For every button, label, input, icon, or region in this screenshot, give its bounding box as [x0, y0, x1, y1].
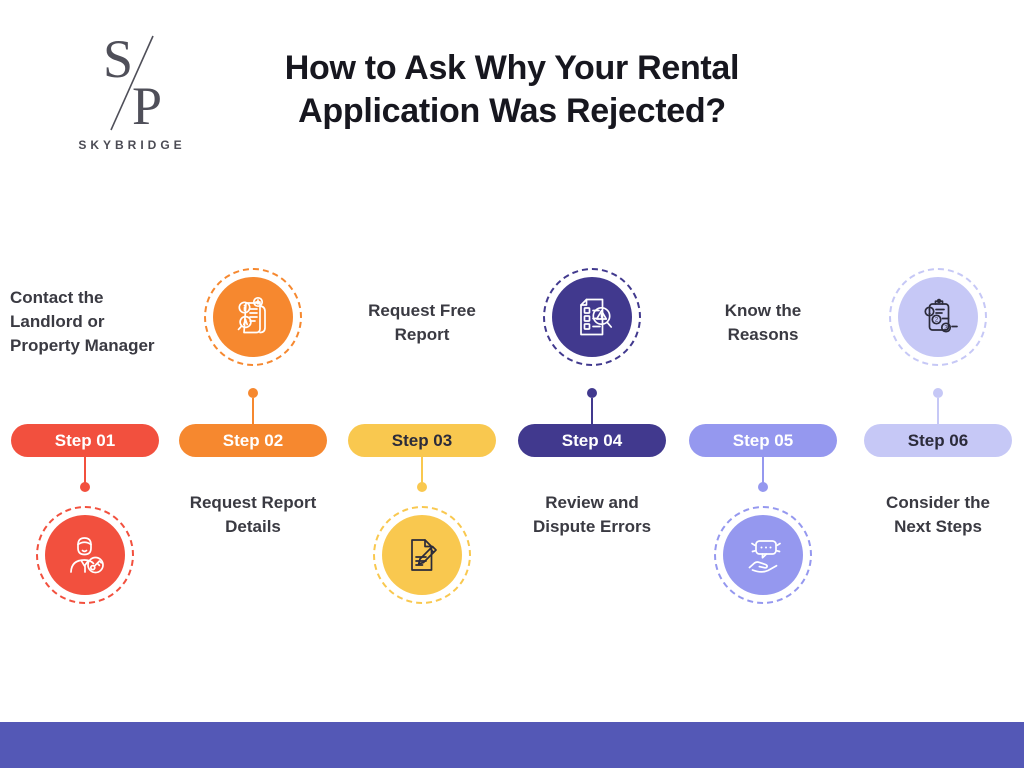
icon-circle — [723, 515, 803, 595]
step-label: Consider the Next Steps — [886, 493, 990, 537]
title-line-1: How to Ask Why Your Rental — [284, 49, 740, 87]
connector-line — [84, 457, 86, 483]
report-with-info-and-magnifier-icon — [237, 296, 266, 334]
icon-ring — [373, 506, 471, 604]
brand-logo: S P SKYBRIDGE — [67, 30, 197, 152]
monogram-slash — [110, 35, 154, 131]
svg-text:3: 3 — [944, 326, 948, 332]
step-pill: Step 06 — [864, 424, 1012, 457]
sp-monogram-icon: S P — [103, 30, 162, 136]
icon-circle — [382, 515, 462, 595]
svg-text:2: 2 — [935, 318, 939, 324]
connector-dot — [587, 388, 597, 398]
step-pill: Step 03 — [348, 424, 496, 457]
connector-dot — [758, 482, 768, 492]
clipboard-with-numbered-steps-icon: 1 2 3 — [924, 298, 958, 333]
connector-line — [252, 398, 254, 424]
step-pill: Step 01 — [11, 424, 159, 457]
connector-line — [591, 398, 593, 424]
monogram-letter-p: P — [132, 76, 162, 136]
connector-line — [937, 398, 939, 424]
title-line-2: Application Was Rejected? — [298, 91, 726, 130]
step-label: Request Free Report — [368, 301, 476, 345]
connector-dot — [80, 482, 90, 492]
footer-bar — [0, 722, 1024, 768]
hand-with-speech-bubble-icon — [748, 540, 781, 573]
icon-ring — [204, 268, 302, 366]
step-label: Review and Dispute Errors — [532, 493, 652, 537]
connector-line — [421, 457, 423, 483]
brand-name: SKYBRIDGE — [78, 138, 186, 152]
icon-ring — [543, 268, 641, 366]
step-label: Know the Reasons — [724, 301, 802, 345]
connector-dot — [417, 482, 427, 492]
person-with-key-icon — [70, 537, 104, 574]
page-title: How to Ask Why Your Rental Application W… — [212, 47, 812, 133]
document-with-pencil-icon — [411, 539, 437, 571]
icon-ring — [714, 506, 812, 604]
connector-dot — [248, 388, 258, 398]
connector-dot — [933, 388, 943, 398]
icon-circle: 1 2 3 — [898, 277, 978, 357]
step-pill: Step 05 — [689, 424, 837, 457]
icon-circle — [213, 277, 293, 357]
step-label: Contact the Landlord or Property Manager — [10, 288, 155, 356]
svg-text:1: 1 — [928, 310, 932, 316]
checklist-with-warning-magnifier-icon — [580, 298, 613, 336]
connector-line — [762, 457, 764, 483]
step-pill: Step 02 — [179, 424, 327, 457]
icon-ring: 1 2 3 — [889, 268, 987, 366]
step-pill: Step 04 — [518, 424, 666, 457]
icon-ring — [36, 506, 134, 604]
monogram-letter-s: S — [103, 30, 133, 89]
step-label: Request Report Details — [189, 493, 317, 537]
icon-circle — [45, 515, 125, 595]
icon-circle — [552, 277, 632, 357]
